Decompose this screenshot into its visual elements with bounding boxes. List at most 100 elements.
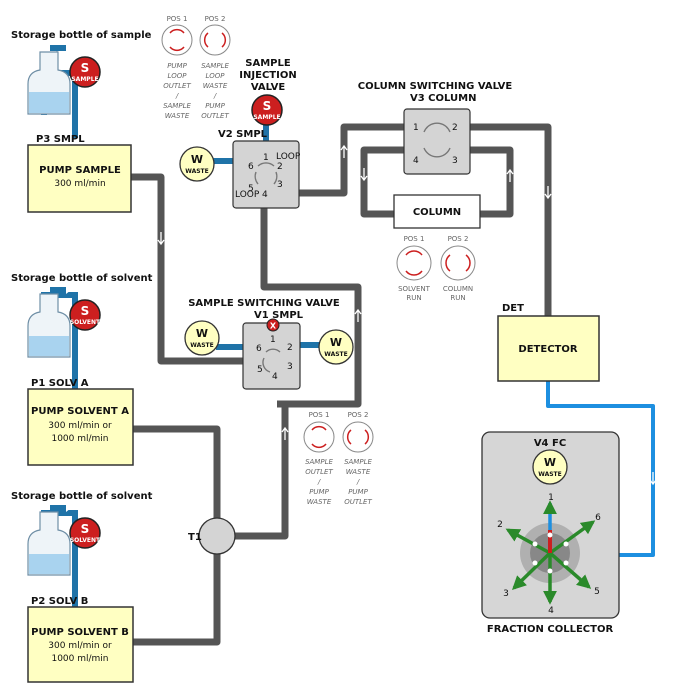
tube-v3-to-column-left <box>360 146 404 218</box>
pump-solvent-a-title: PUMP SOLVENT A <box>31 406 129 417</box>
svg-text:COLUMN: COLUMN <box>443 285 473 293</box>
tee-t1: T1 <box>188 517 236 555</box>
svg-text:S: S <box>81 304 90 318</box>
svg-text:6: 6 <box>595 513 601 523</box>
svg-text:RUN: RUN <box>406 294 421 302</box>
waste-icon <box>318 329 354 365</box>
svg-text:LOOP: LOOP <box>206 72 226 80</box>
pump-solvent-a-rate1: 300 ml/min or <box>48 421 112 431</box>
column-valve-tag: V3 COLUMN <box>410 93 476 104</box>
svg-text:PUMP: PUMP <box>309 488 329 496</box>
svg-text:POS 2: POS 2 <box>448 235 469 243</box>
svg-text:2: 2 <box>287 343 293 353</box>
svg-text:LOOP: LOOP <box>276 152 301 162</box>
svg-text:/: / <box>213 92 217 100</box>
waste-icon <box>184 320 220 356</box>
svg-text:RUN: RUN <box>450 294 465 302</box>
bottle-solvent-a-title: Storage bottle of solvent <box>11 273 153 284</box>
detector[interactable]: DET DETECTOR <box>497 303 600 382</box>
column-valve[interactable]: COLUMN SWITCHING VALVE V3 COLUMN 1 2 3 4 <box>358 81 513 175</box>
svg-text:SAMPLE: SAMPLE <box>344 458 372 466</box>
svg-text:SOLVENT: SOLVENT <box>70 319 101 326</box>
fraction-collector[interactable]: V4 FC W WASTE 1 2 3 4 5 6 FRACTION COLLE… <box>481 431 620 635</box>
tube-detector-to-collector <box>546 381 655 563</box>
sample-valve-waste-right: W WASTE <box>318 329 354 365</box>
waste-icon <box>532 449 568 485</box>
injection-valve[interactable]: SAMPLE INJECTION VALVE V2 SMPL S SAMPLE … <box>218 58 301 209</box>
detector-tag: DET <box>502 303 524 314</box>
pump-sample-title: PUMP SAMPLE <box>39 165 121 176</box>
svg-text:3: 3 <box>277 180 283 190</box>
pump-solvent-a[interactable]: P1 SOLV A PUMP SOLVENT A 300 ml/min or 1… <box>27 378 134 466</box>
svg-text:LOOP: LOOP <box>168 72 188 80</box>
svg-text:SOLVENT: SOLVENT <box>70 537 101 544</box>
pump-solvent-b-tag: P2 SOLV B <box>31 596 88 607</box>
pump-solvent-b-rate2: 1000 ml/min <box>51 654 108 664</box>
svg-text:2: 2 <box>497 520 503 530</box>
svg-text:X: X <box>270 322 277 331</box>
svg-text:SAMPLE: SAMPLE <box>71 76 98 83</box>
detector-title: DETECTOR <box>518 344 577 355</box>
pump-sample-tag: P3 SMPL <box>36 134 85 145</box>
injection-valve-tag: V2 SMPL <box>218 129 268 140</box>
tube-v2-to-v3 <box>299 123 404 197</box>
pump-solvent-b[interactable]: P2 SOLV B PUMP SOLVENT B 300 ml/min or 1… <box>27 596 134 683</box>
outlet-arrow-2 <box>505 528 551 555</box>
outlet-arrow-6 <box>548 520 596 555</box>
svg-text:4: 4 <box>413 156 419 166</box>
injection-valve-positions: POS 1 POS 2 PUMP LOOP OUTLET / SAMPLE WA… <box>161 15 231 120</box>
svg-text:SAMPLE: SAMPLE <box>305 458 333 466</box>
tee-label: T1 <box>188 532 202 543</box>
svg-text:INJECTION: INJECTION <box>239 70 296 81</box>
svg-text:6: 6 <box>256 344 262 354</box>
svg-text:POS 1: POS 1 <box>404 235 425 243</box>
sample-valve-tag: V1 SMPL <box>254 310 304 321</box>
svg-text:WASTE: WASTE <box>346 468 371 476</box>
pump-sample[interactable]: P3 SMPL PUMP SAMPLE 300 ml/min <box>27 134 132 213</box>
column-label: COLUMN <box>413 207 461 218</box>
svg-text:PUMP: PUMP <box>167 62 187 70</box>
svg-text:WASTE: WASTE <box>307 498 332 506</box>
svg-text:SAMPLE: SAMPLE <box>245 58 291 69</box>
svg-text:5: 5 <box>594 587 600 597</box>
svg-text:4: 4 <box>548 606 554 616</box>
svg-text:S: S <box>81 61 90 75</box>
bottle-sample-title: Storage bottle of sample <box>11 30 152 41</box>
outlet-arrow-3 <box>511 551 552 590</box>
tube-tee-to-v1 <box>235 404 289 540</box>
svg-text:S: S <box>263 99 272 113</box>
solvent-b-badge-icon <box>69 517 101 549</box>
svg-text:OUTLET: OUTLET <box>344 498 372 506</box>
svg-text:WASTE: WASTE <box>165 112 190 120</box>
sample-valve-waste-left: W WASTE <box>184 320 220 356</box>
tube-v3-to-detector <box>470 123 552 316</box>
svg-text:3: 3 <box>503 589 509 599</box>
svg-text:/: / <box>175 92 179 100</box>
svg-text:POS 1: POS 1 <box>309 411 330 419</box>
svg-text:W: W <box>544 456 556 469</box>
tube-pump-sample-to-v1 <box>131 173 243 365</box>
tube-pump-b-to-tee <box>133 554 221 646</box>
svg-text:WASTE: WASTE <box>190 342 214 349</box>
sample-valve[interactable]: SAMPLE SWITCHING VALVE V1 SMPL X 1 2 3 4… <box>188 298 340 390</box>
svg-text:SAMPLE: SAMPLE <box>201 62 229 70</box>
svg-text:W: W <box>330 336 342 349</box>
svg-text:2: 2 <box>277 162 283 172</box>
svg-text:SAMPLE SWITCHING VALVE: SAMPLE SWITCHING VALVE <box>188 298 340 309</box>
svg-text:WASTE: WASTE <box>185 168 209 175</box>
svg-text:2: 2 <box>452 123 458 133</box>
svg-text:WASTE: WASTE <box>538 471 562 478</box>
blocked-port-icon <box>266 318 280 332</box>
svg-text:6: 6 <box>248 162 254 172</box>
tube-v2-to-v1 <box>260 204 362 408</box>
sample-valve-positions: POS 1 POS 2 SAMPLE OUTLET / PUMP WASTE S… <box>303 411 374 506</box>
pump-solvent-a-tag: P1 SOLV A <box>31 378 89 389</box>
pump-solvent-b-title: PUMP SOLVENT B <box>31 627 129 638</box>
svg-text:OUTLET: OUTLET <box>305 468 333 476</box>
waste-icon <box>179 146 215 182</box>
svg-text:4: 4 <box>272 372 278 382</box>
outlet-arrow-5 <box>548 551 592 589</box>
pos2-icon <box>203 32 227 48</box>
sample-badge-icon <box>69 56 101 88</box>
